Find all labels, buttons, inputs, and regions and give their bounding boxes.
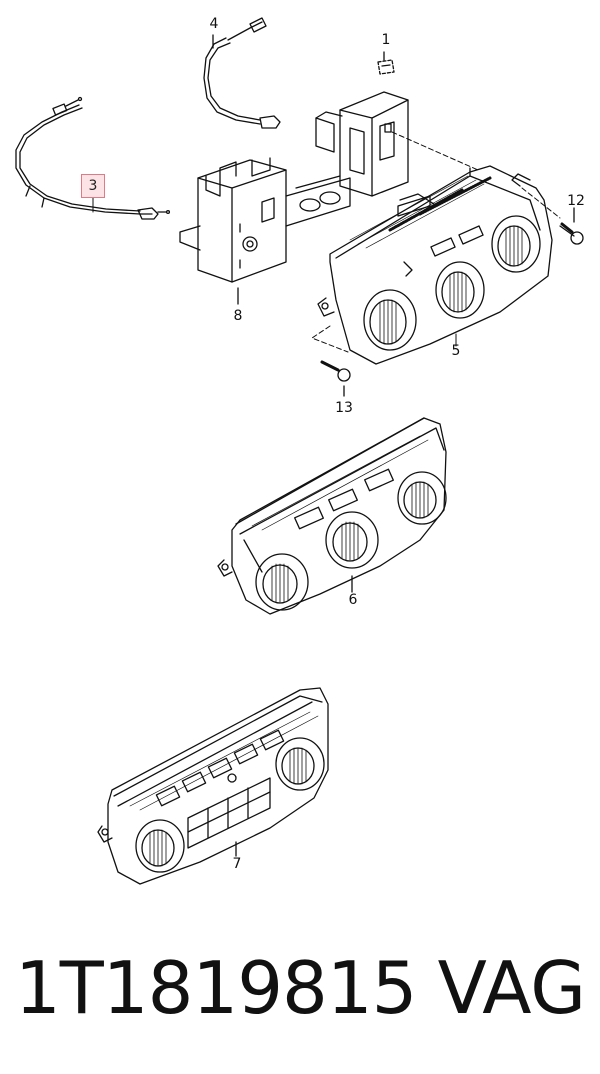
footer: 1T1819815 VAG [0,940,600,1040]
part-1-clip [377,51,395,75]
part-13-screw [320,360,351,397]
callout-5: 5 [451,343,461,359]
part-6-control-unit-ac [217,417,447,615]
callout-7: 7 [232,856,242,872]
part-4-cable [203,17,281,129]
callout-3-highlight: 3 [81,174,105,198]
part-12-screw [559,207,584,245]
callout-1: 1 [381,32,391,48]
label-leader-lines [92,195,457,347]
dashed-leader-lines [311,131,561,353]
callout-13: 13 [335,400,353,416]
part-5-control-unit [317,165,553,365]
part-3-bowden-cable [15,96,171,220]
callout-4: 4 [209,16,219,32]
callout-8: 8 [233,308,243,324]
callout-12: 12 [567,193,585,209]
part-8-housing-bracket [179,91,409,305]
part-7-climatronic-control-unit [97,687,329,885]
brand-name: VAG [437,946,586,1030]
part-number: 1T1819815 [15,946,417,1030]
callout-6: 6 [348,592,358,608]
